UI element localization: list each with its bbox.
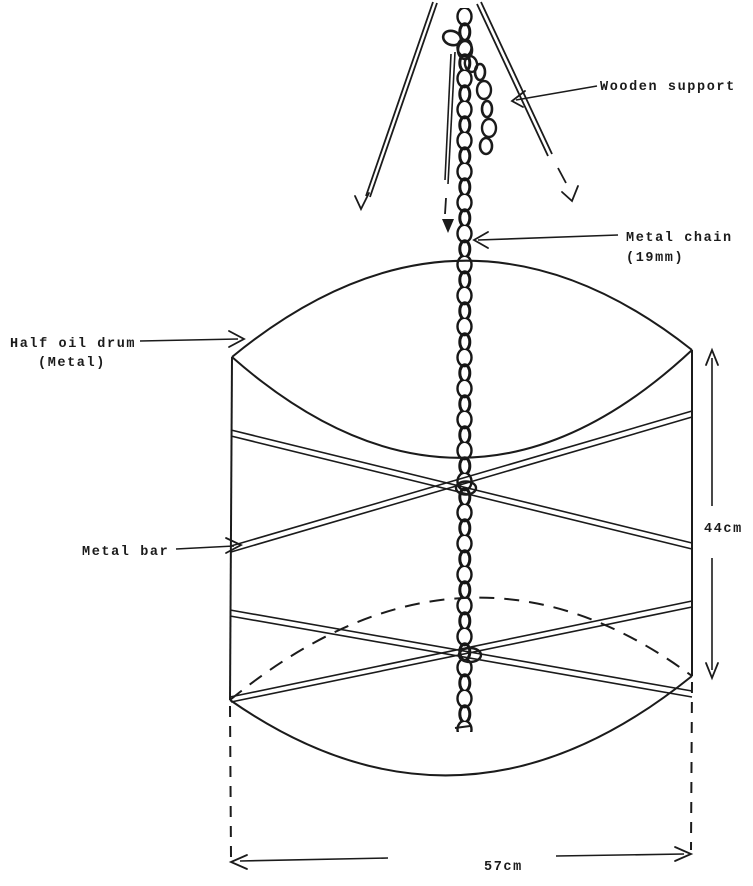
tripod-middle-leg-arrow [442, 219, 454, 233]
metal-bar-label: Metal bar [82, 545, 169, 560]
tripod-right-leg-dash [557, 167, 567, 184]
half-oil-drum-material-label: (Metal) [38, 356, 106, 371]
tripod-middle-leg-inner [444, 53, 452, 181]
lower-bar-b-inner [230, 606, 693, 703]
tripod-right-leg-arrow [561, 185, 579, 203]
tripod-middle-leg-dash [444, 197, 447, 215]
width-dim-arrow-right [674, 846, 694, 862]
diagram-labels: Wooden support Metal chain (19mm) Half o… [10, 80, 743, 875]
chain-side-strand [473, 62, 498, 156]
drum-height-dimension-label: 44cm [704, 522, 743, 537]
dimension-lines [228, 347, 719, 870]
drum-width-dimension-label: 57cm [484, 860, 523, 875]
width-dim-arrow-left [228, 854, 248, 870]
upper-bar-a [230, 429, 693, 544]
tripod-left-leg-inner [369, 2, 438, 198]
height-dim-arrow-down [705, 662, 719, 681]
side-link-5 [478, 136, 494, 156]
tripod-right-leg [480, 1, 553, 155]
drum-left-side [229, 356, 233, 701]
metal-bars [229, 410, 693, 703]
lower-bar-b [229, 600, 693, 698]
metal-chain-arrow [472, 231, 489, 249]
metal-chain [441, 8, 498, 732]
chain-links [456, 8, 473, 732]
wooden-support-label: Wooden support [600, 80, 736, 95]
width-dim-line-left [239, 857, 389, 862]
side-link-3 [480, 99, 494, 119]
left-projection-line [229, 705, 232, 859]
upper-shackle [454, 480, 478, 496]
right-projection-line [690, 681, 693, 851]
drum-bottom-back-arc-hidden [229, 596, 693, 701]
drum-rim-upper-arc [231, 259, 693, 358]
apex-knot-3 [463, 54, 479, 74]
drum-rim-lower-arc [231, 349, 693, 459]
metal-chain-leader [477, 234, 619, 241]
metal-bar-arrow [225, 537, 244, 554]
side-link-4 [480, 117, 498, 139]
lower-bar-a-inner [229, 615, 693, 698]
half-oil-drum-leader [139, 338, 239, 342]
height-dim-arrow-up [705, 347, 719, 366]
side-link-1 [473, 62, 487, 82]
half-oil-drum-label: Half oil drum [10, 337, 136, 352]
side-link-2 [475, 79, 493, 101]
wooden-support-arrow [510, 90, 526, 108]
tripod-left-leg [365, 1, 434, 197]
upper-bar-b [230, 410, 693, 547]
half-oil-drum [229, 259, 693, 859]
tripod-left-leg-arrow [354, 192, 370, 212]
apex-knot [441, 29, 463, 47]
metal-bar-leader [175, 545, 235, 550]
lower-bar-a [229, 609, 693, 692]
width-dim-line-right [555, 853, 685, 857]
wooden-support-leader [515, 85, 598, 101]
chain-end-hook [454, 725, 471, 729]
upper-bar-a-inner [230, 435, 693, 550]
wooden-support-tripod [354, 1, 579, 233]
half-oil-drum-arrow [228, 330, 246, 348]
leader-lines [139, 85, 619, 554]
upper-bar-b-inner [230, 416, 693, 553]
metal-chain-label: Metal chain [626, 231, 733, 246]
tripod-right-leg-inner [476, 3, 549, 157]
drum-bottom-front-arc [229, 675, 693, 777]
tripod-middle-leg [447, 51, 456, 185]
metal-chain-size-label: (19mm) [626, 251, 684, 266]
